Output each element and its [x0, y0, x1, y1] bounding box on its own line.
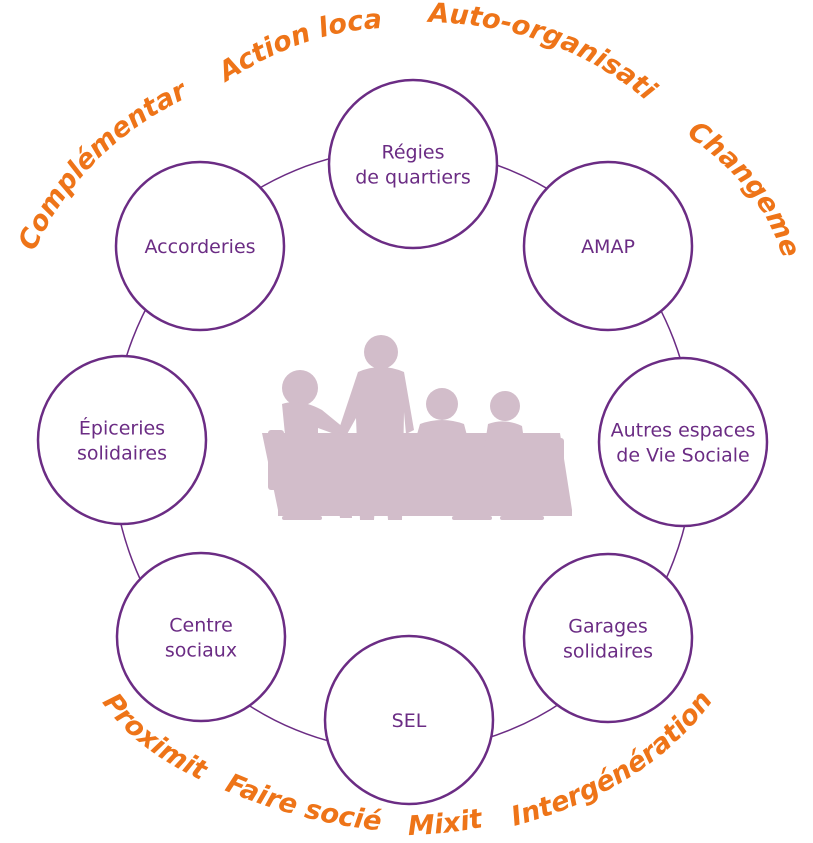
node-regies: Régies de quartiers — [327, 78, 499, 250]
node-label-centre-1: sociaux — [165, 640, 237, 662]
node-centre: Centre sociaux — [115, 551, 287, 723]
node-label-autres-1: de Vie Sociale — [616, 445, 749, 467]
node-label-garages-0: Garages — [568, 616, 647, 638]
node-circle-sel — [323, 634, 495, 806]
node-amap: AMAP — [522, 160, 694, 332]
node-circle-accorderies — [114, 160, 286, 332]
node-circle-epiceries — [36, 354, 208, 526]
node-epiceries: Épiceries solidaires — [36, 354, 208, 526]
node-circle-regies — [327, 78, 499, 250]
value-action-locale: Action locale — [0, 0, 383, 89]
node-label-regies-1: de quartiers — [355, 167, 470, 189]
node-label-amap-0: AMAP — [581, 236, 635, 258]
node-circle-autres — [597, 356, 769, 528]
node-circle-amap — [522, 160, 694, 332]
node-autres: Autres espaces de Vie Sociale — [597, 356, 769, 528]
node-garages: Garages solidaires — [522, 552, 694, 724]
node-circle-garages — [522, 552, 694, 724]
node-sel: SEL — [323, 634, 495, 806]
group-meeting-silhouette-icon — [262, 335, 572, 520]
node-label-sel-0: SEL — [392, 710, 427, 732]
node-label-garages-1: solidaires — [563, 641, 653, 663]
node-label-epiceries-1: solidaires — [77, 443, 167, 465]
node-accorderies: Accorderies — [114, 160, 286, 332]
node-label-regies-0: Régies — [382, 142, 445, 164]
node-label-epiceries-0: Épiceries — [79, 417, 165, 440]
node-label-centre-0: Centre — [169, 615, 233, 637]
node-label-autres-0: Autres espaces — [611, 420, 756, 442]
node-label-accorderies-0: Accorderies — [144, 236, 255, 258]
node-circle-centre — [115, 551, 287, 723]
